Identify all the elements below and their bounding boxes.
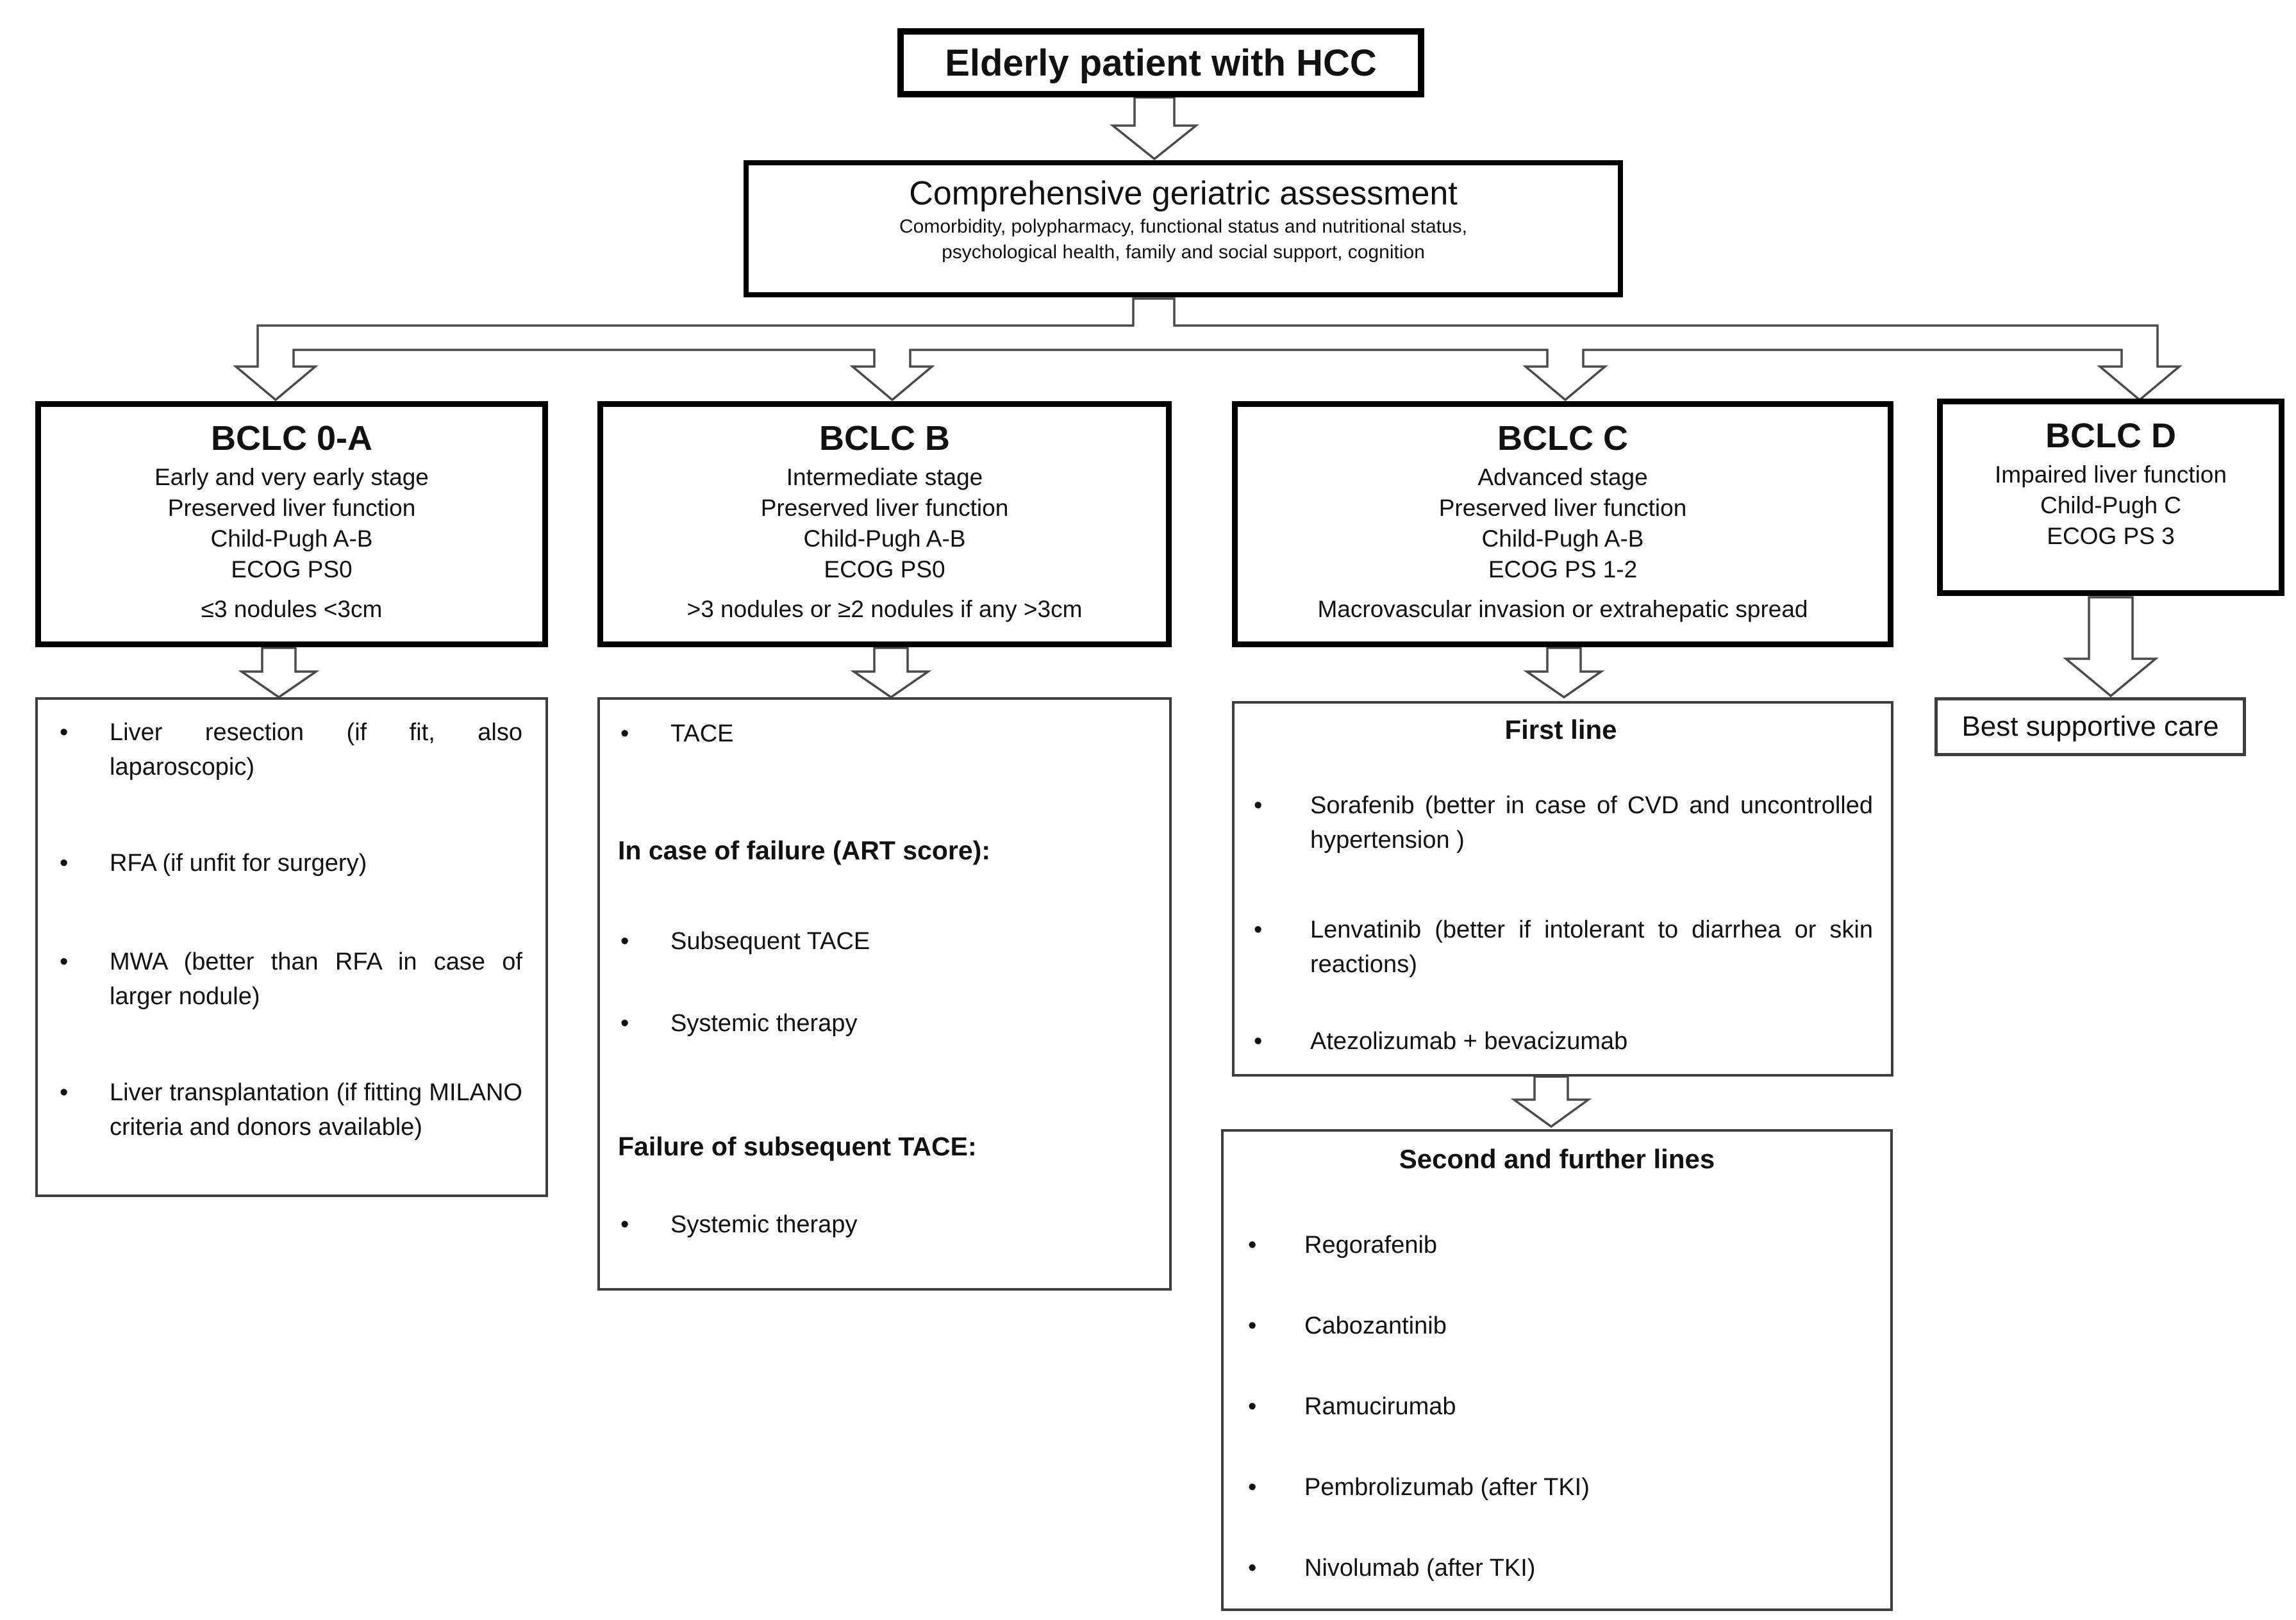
- stage-line: Impaired liver function: [1995, 461, 2227, 488]
- bullet-icon: •: [60, 850, 69, 877]
- bullet-icon: •: [1248, 1393, 1257, 1420]
- assessment-subtitle-line1: Comorbidity, polypharmacy, functional st…: [899, 216, 1467, 237]
- treatment-item: • Subsequent TACE: [618, 924, 1156, 959]
- first-line-title: First line: [1504, 715, 1617, 745]
- treatment-item-text: Systemic therapy: [670, 1211, 858, 1238]
- stage-line: Child-Pugh A-B: [1481, 525, 1644, 552]
- treatment-item-text: Sorafenib (better in case of CVD and unc…: [1310, 792, 1873, 854]
- treatment-item-text: Pembrolizumab (after TKI): [1304, 1474, 1590, 1501]
- treatment-item-text: Subsequent TACE: [670, 928, 870, 955]
- stage-line: ECOG PS0: [231, 556, 353, 583]
- treatment-item: • MWA (better than RFA in case of larger…: [57, 945, 526, 1014]
- arrow-bclc0a-to-treatment: [238, 647, 320, 699]
- assessment-title: Comprehensive geriatric assessment: [909, 175, 1458, 212]
- treatment-item-text: TACE: [670, 720, 734, 747]
- stage-line: Macrovascular invasion or extrahepatic s…: [1317, 596, 1808, 622]
- treatment-item: • Ramucirumab: [1239, 1389, 1875, 1424]
- treatment-heading: In case of failure (ART score):: [618, 836, 990, 865]
- best-supportive-care-box: Best supportive care: [1934, 697, 2246, 756]
- treatment-item: • RFA (if unfit for surgery): [57, 846, 526, 880]
- treatment-box-bclc-0a: • Liver resection (if fit, also laparosc…: [35, 697, 548, 1197]
- stage-line: Early and very early stage: [154, 464, 429, 490]
- bullet-icon: •: [1254, 1028, 1263, 1055]
- treatment-item: • TACE: [618, 716, 1156, 751]
- treatment-item-text: Liver resection (if fit, also laparoscop…: [110, 719, 522, 781]
- treatment-item-text: Liver transplantation (if fitting MILANO…: [110, 1079, 522, 1141]
- treatment-item-text: Atezolizumab + bevacizumab: [1310, 1028, 1628, 1055]
- stage-line: Child-Pugh C: [2040, 492, 2182, 518]
- stage-line: Child-Pugh A-B: [210, 525, 373, 552]
- stage-line: Preserved liver function: [1438, 495, 1687, 521]
- treatment-item-text: MWA (better than RFA in case of larger n…: [110, 948, 522, 1010]
- second-line-title: Second and further lines: [1399, 1144, 1715, 1174]
- assessment-subtitle-line2: psychological health, family and social …: [942, 242, 1425, 263]
- treatment-heading: Failure of subsequent TACE:: [618, 1132, 977, 1161]
- bullet-icon: •: [1248, 1232, 1257, 1259]
- stage-title: BCLC C: [1497, 419, 1628, 458]
- stage-box-bclc-b: BCLC B Intermediate stage Preserved live…: [597, 401, 1172, 647]
- stage-title: BCLC D: [2045, 417, 2176, 455]
- bullet-icon: •: [60, 719, 69, 746]
- stage-title: BCLC 0-A: [211, 419, 372, 458]
- bullet-icon: •: [1254, 916, 1263, 943]
- stage-line: ≤3 nodules <3cm: [201, 596, 383, 622]
- arrow-firstline-to-secondline: [1510, 1075, 1592, 1128]
- bullet-icon: •: [620, 1211, 629, 1238]
- treatment-item: • Liver transplantation (if fitting MILA…: [57, 1075, 526, 1145]
- stage-line: Preserved liver function: [760, 495, 1009, 521]
- second-line-box: Second and further lines • Regorafenib •…: [1221, 1129, 1893, 1611]
- treatment-item: • Atezolizumab + bevacizumab: [1245, 1024, 1877, 1059]
- treatment-item-text: Lenvatinib (better if intolerant to diar…: [1310, 916, 1873, 978]
- stage-title: BCLC B: [819, 419, 950, 458]
- bullet-icon: •: [1248, 1474, 1257, 1501]
- root-box: Elderly patient with HCC: [897, 28, 1424, 97]
- arrow-bclcc-to-firstline: [1523, 647, 1605, 699]
- arrow-bclcb-to-treatment: [850, 647, 932, 699]
- stage-line: Child-Pugh A-B: [803, 525, 966, 552]
- stage-line: Advanced stage: [1477, 464, 1648, 490]
- treatment-item: • Sorafenib (better in case of CVD and u…: [1245, 788, 1877, 857]
- stage-line: ECOG PS 1-2: [1488, 556, 1638, 583]
- stage-box-bclc-c: BCLC C Advanced stage Preserved liver fu…: [1232, 401, 1893, 647]
- bullet-icon: •: [60, 1079, 69, 1106]
- arrow-root-to-assessment: [1110, 96, 1199, 161]
- branch-connector-assessment-to-stages: [233, 297, 2183, 402]
- treatment-item-text: Ramucirumab: [1304, 1393, 1456, 1420]
- stage-line: ECOG PS 3: [2047, 523, 2175, 549]
- treatment-item-text: Cabozantinib: [1304, 1312, 1447, 1339]
- stage-line: >3 nodules or ≥2 nodules if any >3cm: [686, 596, 1083, 622]
- bullet-icon: •: [620, 928, 629, 955]
- bullet-icon: •: [1248, 1555, 1257, 1582]
- treatment-item: • Systemic therapy: [618, 1207, 1156, 1242]
- treatment-item-text: Systemic therapy: [670, 1010, 858, 1037]
- treatment-item: • Nivolumab (after TKI): [1239, 1551, 1875, 1585]
- treatment-item: • Lenvatinib (better if intolerant to di…: [1245, 913, 1877, 982]
- bullet-icon: •: [1254, 792, 1263, 819]
- root-title: Elderly patient with HCC: [945, 42, 1377, 84]
- treatment-item: • Systemic therapy: [618, 1006, 1156, 1041]
- bullet-icon: •: [620, 1010, 629, 1037]
- stage-box-bclc-d: BCLC D Impaired liver function Child-Pug…: [1937, 399, 2284, 596]
- stage-box-bclc-0a: BCLC 0-A Early and very early stage Pres…: [35, 401, 548, 647]
- treatment-item: • Cabozantinib: [1239, 1309, 1875, 1343]
- treatment-item: • Liver resection (if fit, also laparosc…: [57, 715, 526, 784]
- stage-line: Preserved liver function: [167, 495, 416, 521]
- best-supportive-care-label: Best supportive care: [1961, 711, 2219, 742]
- treatment-item: • Pembrolizumab (after TKI): [1239, 1470, 1875, 1505]
- bullet-icon: •: [1248, 1312, 1257, 1339]
- bullet-icon: •: [620, 720, 629, 747]
- assessment-box: Comprehensive geriatric assessment Comor…: [744, 160, 1623, 297]
- treatment-box-bclc-b: • TACE In case of failure (ART score): •…: [597, 697, 1172, 1291]
- treatment-item-text: Regorafenib: [1304, 1232, 1438, 1259]
- stage-line: ECOG PS0: [824, 556, 945, 583]
- bullet-icon: •: [60, 948, 69, 975]
- stage-line: Intermediate stage: [786, 464, 983, 490]
- first-line-box: First line • Sorafenib (better in case o…: [1232, 701, 1893, 1077]
- treatment-item-text: Nivolumab (after TKI): [1304, 1555, 1536, 1582]
- arrow-bclcd-to-bsc: [2063, 596, 2159, 698]
- treatment-item: • Regorafenib: [1239, 1228, 1875, 1262]
- treatment-item-text: RFA (if unfit for surgery): [110, 850, 367, 877]
